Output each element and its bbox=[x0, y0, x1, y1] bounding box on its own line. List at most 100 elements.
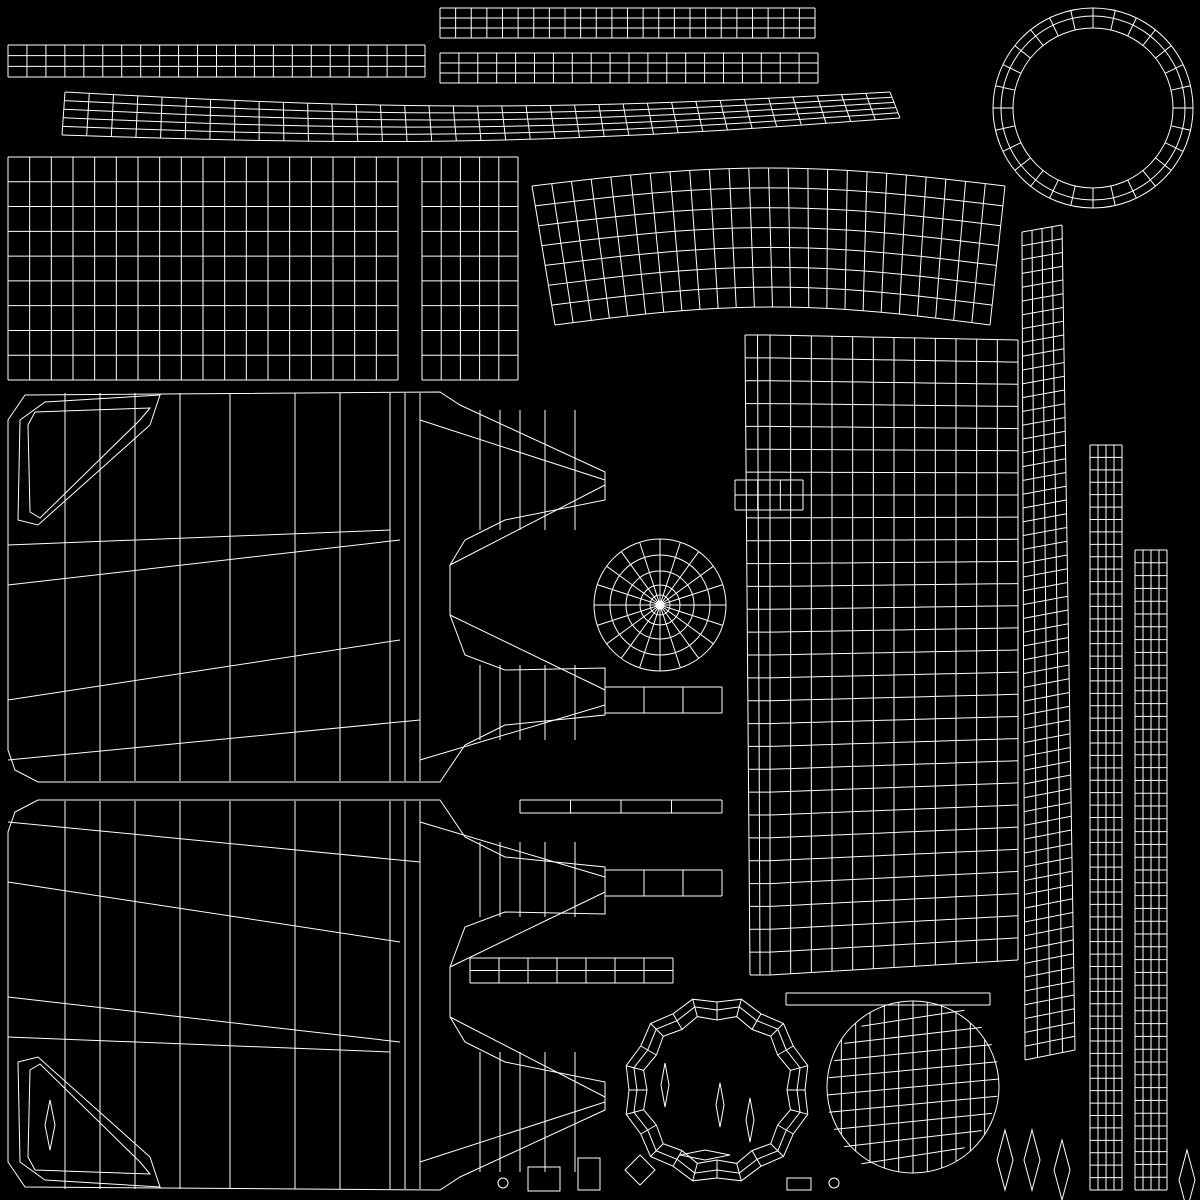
leaf-piece bbox=[746, 1098, 754, 1142]
curved-band bbox=[62, 92, 900, 142]
wire-edge bbox=[599, 105, 604, 137]
wire-edge bbox=[881, 173, 887, 312]
wire-edge bbox=[136, 96, 138, 138]
wire-edge bbox=[890, 92, 900, 118]
wire-edge bbox=[899, 175, 906, 314]
wire-edge bbox=[532, 186, 555, 325]
wire-edge bbox=[308, 103, 309, 141]
uv-wireframe bbox=[8, 8, 1195, 1200]
wire-edge bbox=[1015, 158, 1031, 170]
wire-edge bbox=[769, 98, 777, 127]
wire-edge bbox=[1031, 30, 1043, 46]
bottle-inner-edge bbox=[28, 1064, 150, 1174]
wire-edge bbox=[210, 99, 211, 139]
wire-edge bbox=[420, 1102, 605, 1162]
wire-edge bbox=[332, 104, 333, 142]
small-strip-a bbox=[520, 800, 722, 813]
vertical-curved-strip bbox=[1022, 225, 1075, 1060]
curved-panel bbox=[532, 168, 1005, 325]
wire-edge bbox=[1052, 227, 1063, 1053]
wire-edge bbox=[729, 169, 736, 308]
wire-edge bbox=[670, 172, 682, 311]
wire-edge bbox=[1165, 143, 1183, 152]
wire-edge bbox=[744, 99, 752, 128]
wire-edge bbox=[8, 720, 420, 760]
wire-edge bbox=[790, 1110, 807, 1115]
wire-edge bbox=[607, 566, 660, 605]
wire-edge bbox=[790, 1066, 807, 1071]
wire-edge bbox=[651, 1144, 664, 1157]
wire-edge bbox=[696, 101, 703, 131]
wire-edge bbox=[607, 605, 660, 644]
wire-edge bbox=[631, 175, 646, 314]
flower-ring bbox=[626, 999, 808, 1181]
leaf-piece bbox=[997, 1130, 1013, 1190]
wire-edge bbox=[861, 1010, 964, 1026]
right-panel-tab bbox=[735, 480, 803, 510]
vertical-strip-b bbox=[1135, 550, 1167, 1190]
wire-edge bbox=[845, 170, 847, 309]
wire-edge bbox=[752, 1014, 761, 1030]
wire-edge bbox=[571, 181, 591, 320]
wire-edge bbox=[111, 95, 113, 137]
small-hex bbox=[829, 1178, 839, 1188]
grid-disc bbox=[827, 1001, 999, 1173]
wire-edge bbox=[1050, 18, 1059, 36]
wire-edge bbox=[550, 105, 555, 138]
wire-edge bbox=[1003, 65, 1021, 74]
wire-edge bbox=[749, 168, 755, 307]
leaf-piece bbox=[680, 1150, 730, 1160]
ring bbox=[993, 8, 1193, 208]
wire-edge bbox=[1022, 232, 1025, 1060]
wire-edge bbox=[1031, 171, 1043, 187]
wire-edge bbox=[450, 615, 605, 690]
wire-edge bbox=[1050, 180, 1059, 198]
wire-edge bbox=[1032, 230, 1038, 1057]
wire-edge bbox=[621, 605, 660, 658]
wire-edge bbox=[1042, 229, 1050, 1056]
wire-edge bbox=[720, 100, 727, 130]
stem-top bbox=[605, 687, 722, 713]
wire-edge bbox=[1143, 171, 1155, 187]
wire-edge bbox=[866, 93, 876, 120]
wire-edge bbox=[844, 1027, 982, 1043]
wire-edge bbox=[640, 542, 660, 605]
wire-edge bbox=[611, 177, 628, 316]
wire-edge bbox=[640, 605, 660, 668]
wire-edge bbox=[1128, 180, 1137, 198]
right-panel bbox=[770, 335, 1018, 975]
top-strip-b bbox=[440, 53, 818, 83]
wire-edge bbox=[660, 605, 699, 658]
wire-edge bbox=[660, 585, 723, 605]
wire-edge bbox=[8, 822, 420, 862]
bottle-inner-edge bbox=[28, 408, 150, 518]
wire-edge bbox=[834, 1113, 992, 1129]
wire-edge bbox=[693, 999, 698, 1016]
wire-edge bbox=[450, 892, 605, 967]
wire-edge bbox=[380, 105, 382, 142]
wire-edge bbox=[650, 173, 664, 312]
leaf-piece bbox=[1024, 1130, 1040, 1190]
wire-edge bbox=[591, 179, 609, 318]
wire-edge bbox=[651, 1024, 664, 1037]
wire-edge bbox=[660, 566, 713, 605]
wire-edge bbox=[1156, 158, 1172, 170]
small-strip-b bbox=[470, 958, 673, 983]
leaf-piece bbox=[1054, 1140, 1070, 1200]
wire-edge bbox=[1071, 11, 1075, 30]
wire-edge bbox=[771, 1024, 784, 1037]
wire-edge bbox=[8, 882, 400, 942]
small-square bbox=[787, 1178, 811, 1190]
wire-edge bbox=[1171, 86, 1190, 90]
wire-edge bbox=[1143, 30, 1155, 46]
wire-edge bbox=[660, 605, 713, 644]
wire-edge bbox=[817, 96, 826, 124]
wire-edge bbox=[936, 179, 946, 318]
small-square bbox=[528, 1167, 560, 1191]
bottle-outline bbox=[8, 392, 605, 782]
wire-edge bbox=[745, 335, 750, 975]
wire-edge bbox=[8, 540, 400, 585]
wire-edge bbox=[429, 106, 432, 142]
wire-edge bbox=[918, 177, 927, 316]
